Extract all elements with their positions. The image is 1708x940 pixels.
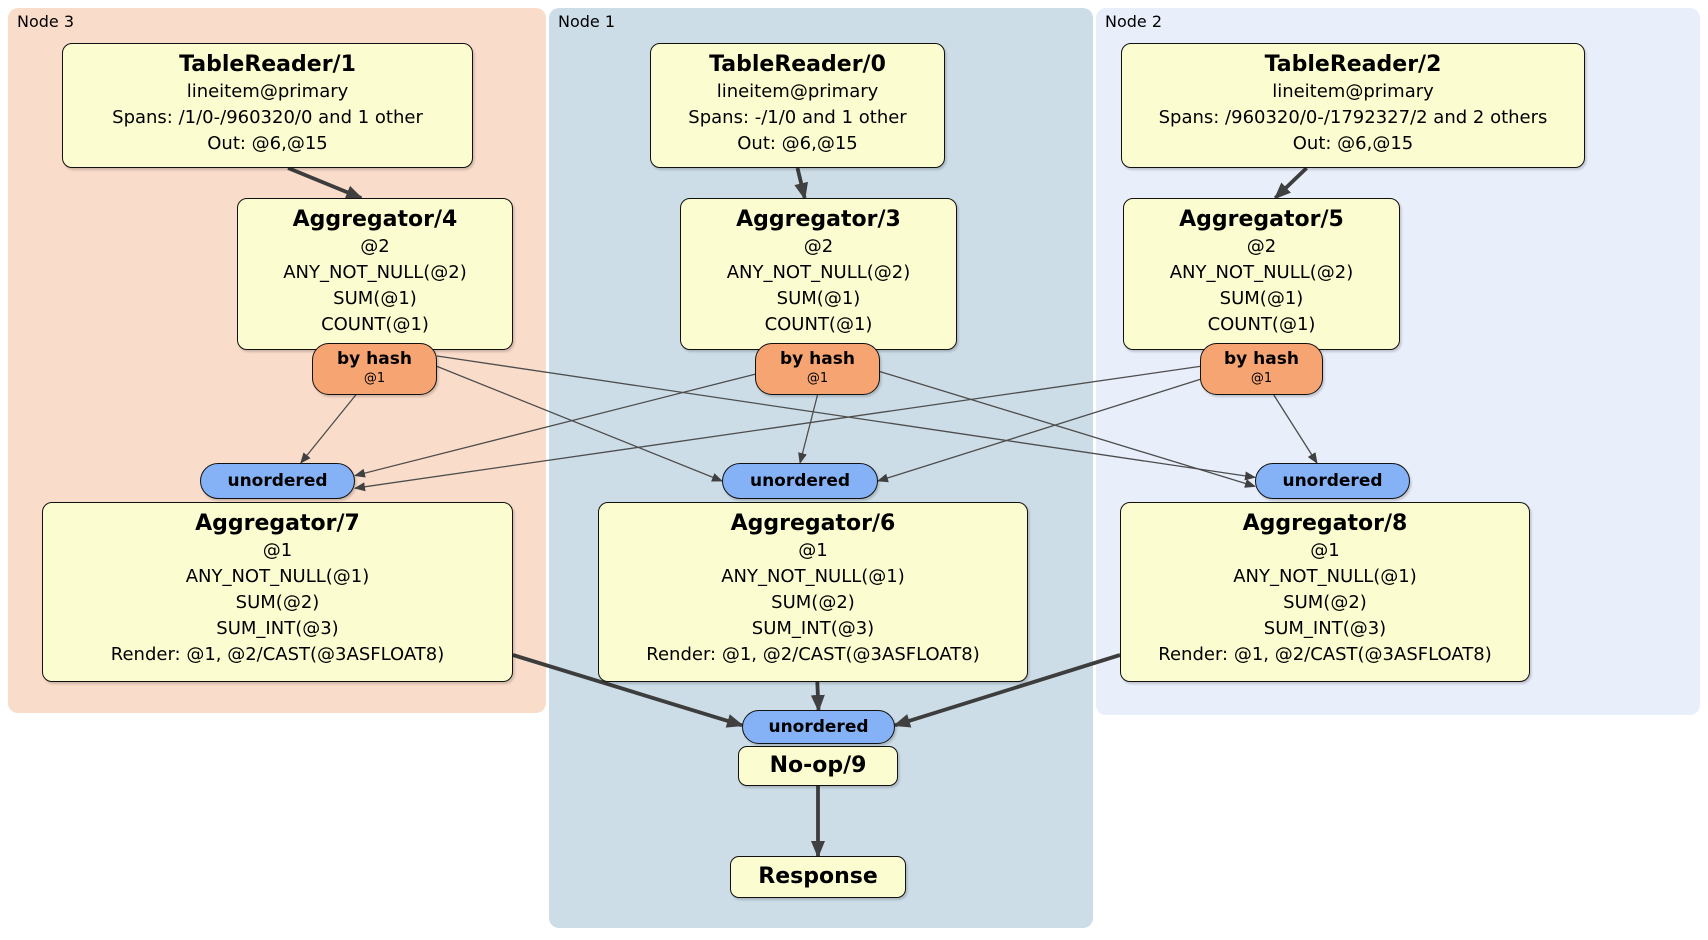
sync-unordered-7-title: unordered [227,470,328,491]
node-aggregator-6-line-1: ANY_NOT_NULL(@1) [721,566,905,587]
edge-byhash5-to-sync8 [1273,394,1318,464]
edge-byhash5-to-sync6 [877,378,1201,483]
node-response: Response [730,856,906,898]
sync-unordered-7: unordered [200,463,355,499]
edge-byhash4-to-sync7 [300,394,357,464]
node-aggregator-4-line-3: COUNT(@1) [321,314,429,335]
edge-byhash3-to-sync6 [798,394,819,464]
node-no-op-9: No-op/9 [738,746,898,786]
node-tablereader-2-title: TableReader/2 [1264,52,1442,77]
edge-agg8-to-syncF [893,653,1121,728]
node-aggregator-6-title: Aggregator/6 [730,511,896,536]
sync-unordered-8-title: unordered [1282,470,1383,491]
node-tablereader-0-line-1: Spans: -/1/0 and 1 other [688,107,907,128]
router-by-hash-5-line-0: @1 [1250,371,1273,386]
node-aggregator-7-line-2: SUM(@2) [235,592,320,613]
edge-agg6-to-syncF [810,681,825,712]
node-aggregator-8-line-1: ANY_NOT_NULL(@1) [1233,566,1417,587]
node-aggregator-7-line-1: ANY_NOT_NULL(@1) [185,566,370,587]
node-aggregator-6-line-4: Render: @1, @2/CAST(@3ASFLOAT8) [646,644,980,665]
node-aggregator-5-line-2: SUM(@1) [1219,288,1304,309]
node-aggregator-6-line-2: SUM(@2) [771,592,855,613]
node-aggregator-7-line-0: @1 [262,540,293,561]
node-no-op-9-title: No-op/9 [769,753,867,778]
node-tablereader-2-line-2: Out: @6,@15 [1292,133,1414,154]
node-tablereader-1-line-0: lineitem@primary [186,81,349,102]
sync-unordered-6: unordered [722,463,878,499]
node-aggregator-5-line-1: ANY_NOT_NULL(@2) [1169,262,1354,283]
node-tablereader-1-line-1: Spans: /1/0-/960320/0 and 1 other [112,107,423,128]
router-by-hash-5: by hash @1 [1200,343,1323,395]
edge-tr0-to-agg3 [794,167,808,200]
panel-label-node3: Node 3 [17,12,75,31]
sync-unordered-6-title: unordered [749,470,851,491]
node-response-title: Response [758,864,878,889]
node-aggregator-8-line-0: @1 [1310,540,1340,561]
node-aggregator-4-title: Aggregator/4 [292,207,458,232]
node-aggregator-3-title: Aggregator/3 [736,207,901,232]
edge-byhash3-to-sync7 [354,373,756,478]
router-by-hash-4-title: by hash [337,349,412,369]
edge-byhash3-to-sync8 [879,370,1256,488]
node-aggregator-3-line-2: SUM(@1) [776,288,861,309]
router-by-hash-4-line-0: @1 [363,371,386,386]
node-tablereader-2-line-0: lineitem@primary [1272,81,1434,102]
router-by-hash-3: by hash @1 [755,343,880,395]
node-tablereader-1-line-2: Out: @6,@15 [207,133,328,154]
node-aggregator-4-line-1: ANY_NOT_NULL(@2) [283,262,467,283]
edge-tr2-to-agg5 [1273,166,1308,200]
node-aggregator-3-line-3: COUNT(@1) [764,314,873,335]
node-aggregator-7-title: Aggregator/7 [195,511,360,536]
node-tablereader-2-line-1: Spans: /960320/0-/1792327/2 and 2 others [1158,107,1548,128]
node-tablereader-0-line-2: Out: @6,@15 [737,133,858,154]
node-aggregator-4-line-2: SUM(@1) [333,288,417,309]
edge-byhash4-to-sync6 [436,365,723,482]
node-tablereader-1-title: TableReader/1 [179,52,356,77]
router-by-hash-4: by hash @1 [312,343,437,395]
node-aggregator-8-line-4: Render: @1, @2/CAST(@3ASFLOAT8) [1158,644,1492,665]
panel-label-node2: Node 2 [1105,12,1163,31]
router-by-hash-5-title: by hash [1224,349,1299,369]
node-aggregator-5-line-3: COUNT(@1) [1207,314,1316,335]
node-aggregator-8-title: Aggregator/8 [1242,511,1408,536]
node-aggregator-8-line-3: SUM_INT(@3) [1263,618,1387,639]
node-aggregator-8-line-2: SUM(@2) [1283,592,1367,613]
node-aggregator-3-line-0: @2 [803,236,834,257]
node-aggregator-3-line-1: ANY_NOT_NULL(@2) [726,262,911,283]
node-tablereader-0-title: TableReader/0 [709,52,886,77]
edge-tr1-to-agg4 [287,166,364,200]
router-by-hash-3-title: by hash [780,349,855,369]
node-aggregator-6-line-3: SUM_INT(@3) [751,618,875,639]
router-by-hash-3-line-0: @1 [806,371,829,386]
edge-byhash5-to-sync7 [354,365,1201,492]
sync-unordered-8: unordered [1255,463,1410,499]
sync-unordered-final: unordered [742,710,895,744]
panel-label-node1: Node 1 [558,12,616,31]
node-aggregator-5-title: Aggregator/5 [1179,207,1344,232]
edge-agg7-to-syncF [512,653,744,728]
node-aggregator-7-line-4: Render: @1, @2/CAST(@3ASFLOAT8) [110,644,445,665]
node-aggregator-7-line-3: SUM_INT(@3) [216,618,339,639]
node-aggregator-5-line-0: @2 [1246,236,1277,257]
node-aggregator-4-line-0: @2 [360,236,390,257]
edge-byhash4-to-sync8 [436,355,1256,481]
node-aggregator-6-line-0: @1 [798,540,828,561]
sync-unordered-final-title: unordered [768,716,869,737]
node-tablereader-0-line-0: lineitem@primary [716,81,879,102]
